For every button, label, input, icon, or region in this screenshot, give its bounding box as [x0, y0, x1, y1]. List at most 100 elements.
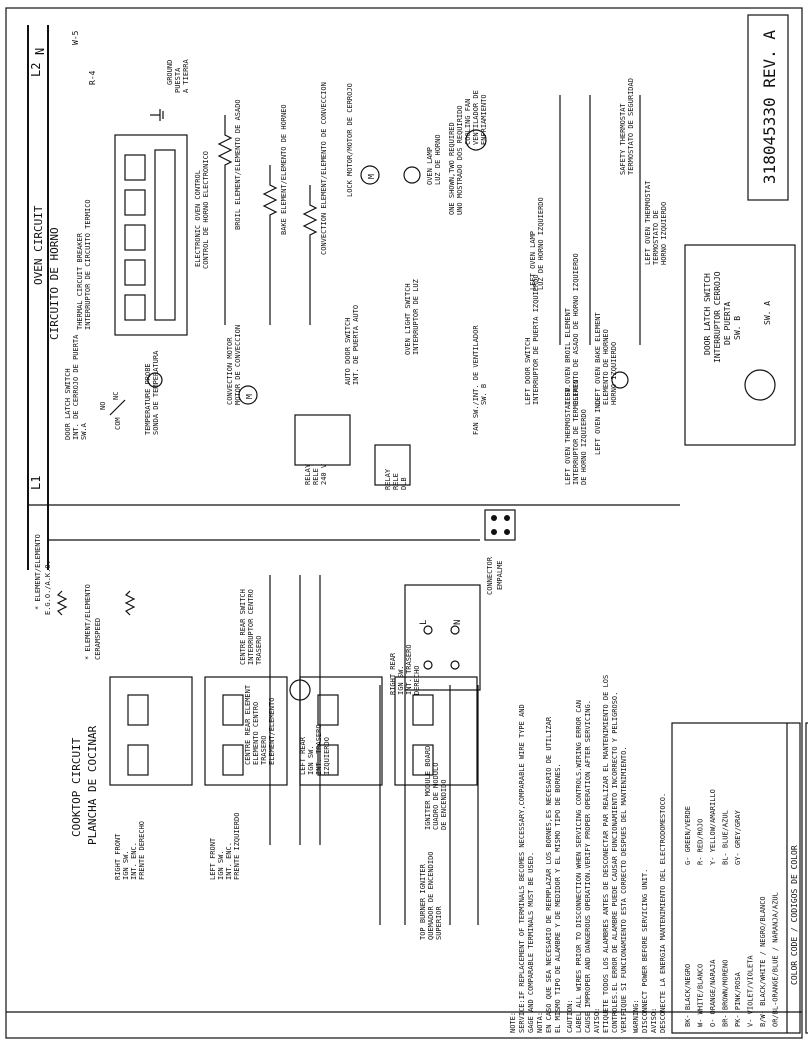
svg-text:EMPALME: EMPALME	[496, 560, 504, 590]
ground-symbol: GROUND PUESTA A TIERRA	[150, 58, 190, 121]
svg-text:RELE: RELE	[392, 473, 400, 490]
svg-text:LEFT OVEN IND.: LEFT OVEN IND.	[594, 396, 602, 455]
svg-text:LABEL ALL WIRES PRIOR TO DISCO: LABEL ALL WIRES PRIOR TO DISCONNECTION W…	[575, 700, 583, 1033]
svg-text:N: N	[453, 620, 463, 625]
page-border	[5, 7, 803, 1039]
svg-text:ELEMENTO CENTRO: ELEMENTO CENTRO	[252, 702, 260, 765]
svg-text:DOOR LATCH SWITCH: DOOR LATCH SWITCH	[64, 368, 72, 440]
svg-text:LEFT FRONT: LEFT FRONT	[209, 837, 217, 880]
svg-text:SW. B: SW. B	[733, 316, 742, 340]
svg-text:DISCONNECT POWER BEFORE SERVIC: DISCONNECT POWER BEFORE SERVICING UNIT.	[641, 869, 649, 1033]
svg-text:SW.A: SW.A	[80, 422, 88, 440]
svg-text:COLOR CODE / CODIGOS DE COLOR: COLOR CODE / CODIGOS DE COLOR	[790, 845, 799, 985]
color-code-entry: GY- GREY/GRAY	[734, 809, 742, 865]
svg-text:AVISO:: AVISO:	[650, 1008, 658, 1033]
color-code-entry: PK- PINK/ROSA	[734, 971, 742, 1027]
svg-text:E.G.O./A.K.O.: E.G.O./A.K.O.	[44, 560, 52, 615]
svg-text:COM: COM	[114, 417, 122, 430]
svg-text:M: M	[245, 394, 254, 399]
l2-label: L2	[29, 63, 43, 77]
svg-text:INT. ENC.: INT. ENC.	[225, 842, 233, 880]
svg-text:LEFT OVEN BROIL ELEMENT: LEFT OVEN BROIL ELEMENT	[564, 307, 572, 405]
oven-switches: AUTO DOOR SWITCH INT. DE PUERTA AUTO OVE…	[344, 197, 545, 435]
oven-circuit-subtitle: CIRCUITO DE HORNO	[48, 227, 61, 340]
color-code-entry: R- RED/ROJO	[697, 819, 705, 865]
svg-text:INTERRUPTOR DE LUZ: INTERRUPTOR DE LUZ	[412, 279, 420, 355]
connector: CONNECTOR EMPALME	[484, 509, 516, 595]
n-wire-label: W-5	[71, 30, 80, 45]
svg-text:IGN SW.: IGN SW.	[307, 745, 315, 775]
svg-text:RELE: RELE	[312, 468, 320, 485]
svg-text:TRASERO: TRASERO	[260, 735, 268, 765]
svg-text:ETIQUETE TODOS LOS ALAMBRES AN: ETIQUETE TODOS LOS ALAMBRES ANTES DE DES…	[602, 675, 610, 1033]
svg-text:PUESTA: PUESTA	[174, 67, 182, 93]
svg-text:MOTOR DE CONVECCION: MOTOR DE CONVECCION	[234, 325, 242, 405]
svg-text:HORNO IZQUIERDO: HORNO IZQUIERDO	[610, 342, 618, 405]
svg-text:AVISO:: AVISO:	[593, 1008, 601, 1033]
color-code-entry: O- ORANGE/NARAJA	[709, 959, 717, 1027]
color-code-table: COLOR CODE / CODIGOS DE COLOR BK- BLACK/…	[671, 722, 801, 1034]
left-oven-section: SAFETY THERMOSTAT TERMOSTATO DE SEGURIDA…	[559, 78, 668, 485]
svg-text:RIGHT FRONT: RIGHT FRONT	[114, 833, 122, 880]
oven-circuit-title: OVEN CIRCUIT	[32, 205, 45, 285]
svg-text:CAUSE IMPROPER AND DANGEROUS O: CAUSE IMPROPER AND DANGEROUS OPERATION.V…	[584, 700, 592, 1033]
svg-text:INTERRUPTOR DE TERMOSTATO: INTERRUPTOR DE TERMOSTATO	[572, 380, 580, 485]
svg-text:VENTILADOR DE: VENTILADOR DE	[472, 90, 480, 145]
electronic-oven-control: ELECTRONIC OVEN CONTROL CONTROL DE HORNO…	[114, 134, 210, 336]
power-bus: L2 N L1 W-5 R-4	[27, 25, 680, 570]
color-code-entry: G- GREEN/VERDE	[684, 806, 692, 865]
element-legend: * ELEMENT/ELEMENTO E.G.O./A.K.O. * ELEME…	[34, 534, 136, 660]
notes-block: NOTE: SERVICE:IF REPLACEMENT OF TERMINAL…	[509, 675, 667, 1033]
svg-text:ELEMENT/ELEMENTO: ELEMENT/ELEMENTO	[268, 698, 276, 765]
svg-text:LEFT DOOR SWITCH: LEFT DOOR SWITCH	[524, 338, 532, 405]
svg-text:RIGHT REAR: RIGHT REAR	[389, 652, 397, 695]
door-latch-inset: DOOR LATCH SWITCH INTERRUPTOR CERROJO DE…	[684, 244, 796, 446]
svg-text:ELEMENTO DE HORNEO: ELEMENTO DE HORNEO	[602, 329, 610, 405]
svg-text:RELAY: RELAY	[384, 468, 392, 490]
svg-text:CENTRE REAR SWITCH: CENTRE REAR SWITCH	[239, 589, 247, 665]
svg-text:INT. DE PUERTA AUTO: INT. DE PUERTA AUTO	[352, 305, 360, 385]
igniter-module: L N IGNITER MODULE BOARD CUADRO DE MODUL…	[379, 584, 481, 940]
doc-id: 318045330 REV. A	[760, 30, 779, 184]
svg-text:CUADRO DE MODULO: CUADRO DE MODULO	[432, 763, 440, 830]
svg-text:COOLING FAN: COOLING FAN	[464, 99, 472, 145]
svg-text:ELECTRONIC OVEN CONTROL: ELECTRONIC OVEN CONTROL	[194, 170, 202, 267]
svg-text:AUTO DOOR SWITCH: AUTO DOOR SWITCH	[344, 318, 352, 385]
svg-text:GROUND: GROUND	[166, 60, 174, 85]
svg-text:NOTE:: NOTE:	[509, 1012, 517, 1033]
svg-text:TRASERO: TRASERO	[255, 635, 263, 665]
svg-text:* ELEMENT/ELEMENTO: * ELEMENT/ELEMENTO	[84, 584, 92, 660]
svg-text:INT. DE CERROJO DE PUERTA: INT. DE CERROJO DE PUERTA	[72, 334, 80, 440]
svg-text:SAFETY THERMOSTAT: SAFETY THERMOSTAT	[619, 103, 627, 175]
svg-text:INTERRUPTOR DE CIRCUITO TERMIC: INTERRUPTOR DE CIRCUITO TERMICO	[84, 199, 92, 330]
svg-text:OVEN LIGHT SWITCH: OVEN LIGHT SWITCH	[404, 283, 412, 355]
svg-text:IGN SW.: IGN SW.	[217, 850, 225, 880]
svg-text:RELAY: RELAY	[304, 463, 312, 485]
svg-text:LEFT OVEN LAMP: LEFT OVEN LAMP	[529, 231, 537, 290]
svg-text:A TIERRA: A TIERRA	[182, 58, 190, 93]
color-code-entry: BR- BROWN/MORENO	[722, 960, 730, 1027]
svg-text:CONNECTOR: CONNECTOR	[486, 556, 494, 595]
relays: RELAY RELE 240 V RELAY RELE DLB	[294, 414, 411, 490]
svg-text:DE HORNO IZQUIERDO: DE HORNO IZQUIERDO	[580, 409, 588, 485]
svg-text:CONTROL DE HORNO ELECTRONICO: CONTROL DE HORNO ELECTRONICO	[202, 151, 210, 269]
svg-text:LUZ DE HORNO: LUZ DE HORNO	[434, 134, 442, 185]
l2-wire-label: R-4	[88, 70, 97, 85]
svg-text:IGN SW.: IGN SW.	[122, 850, 130, 880]
svg-text:INT. TRASERO: INT. TRASERO	[315, 724, 323, 775]
svg-text:FRENTE IZQUIERDO: FRENTE IZQUIERDO	[233, 813, 241, 880]
color-code-entry: BL- BLUE/AZUL	[722, 810, 730, 865]
svg-text:IGN SW.: IGN SW.	[397, 665, 405, 695]
svg-text:OVEN LAMP: OVEN LAMP	[426, 147, 434, 185]
svg-text:INT. ENC.: INT. ENC.	[130, 842, 138, 880]
svg-text:M: M	[367, 174, 376, 179]
color-code-entry: Y- YELLOW/AMARILLO	[709, 789, 717, 865]
svg-text:CONVECTION ELEMENT/ELEMENTO DE: CONVECTION ELEMENT/ELEMENTO DE CONVECCIO…	[320, 82, 328, 255]
centre-rear: CENTRE REAR ELEMENT ELEMENTO CENTRO TRAS…	[239, 575, 321, 845]
svg-text:SUPERIOR: SUPERIOR	[435, 905, 443, 940]
svg-text:INTERRUPTOR CENTRO: INTERRUPTOR CENTRO	[247, 589, 255, 665]
svg-text:FRENTE DERECHO: FRENTE DERECHO	[138, 821, 146, 880]
svg-text:LEFT OVEN THERMOSTAT: LEFT OVEN THERMOSTAT	[644, 180, 652, 265]
doc-id-box: 318045330 REV. A	[747, 14, 789, 201]
svg-text:NC: NC	[112, 392, 120, 400]
